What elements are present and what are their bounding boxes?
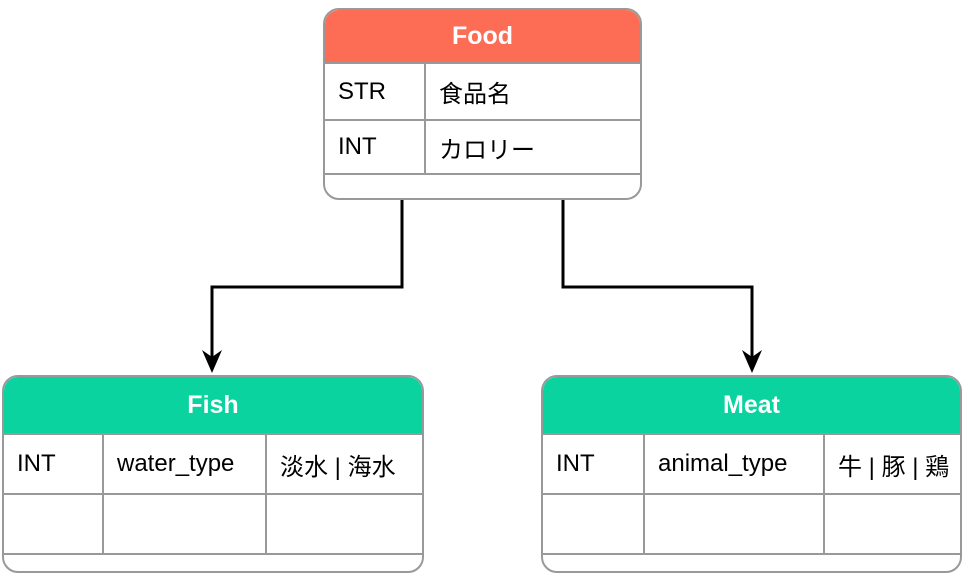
entity-title-fish: Fish <box>187 390 239 419</box>
attribute-row: INT カロリー <box>325 121 640 175</box>
attribute-values-cell: 牛 | 豚 | 鶏 <box>823 435 960 493</box>
entity-header-food: Food <box>325 10 640 64</box>
arrowhead-icon <box>202 350 222 373</box>
entity-node-meat[interactable]: Meat INT animal_type 牛 | 豚 | 鶏 <box>541 375 962 573</box>
entity-header-fish: Fish <box>4 377 422 435</box>
empty-cell <box>4 495 102 553</box>
attribute-row: STR 食品名 <box>325 64 640 121</box>
entity-title-food: Food <box>451 21 514 50</box>
attribute-name-cell: 食品名 <box>424 64 640 119</box>
entity-node-fish[interactable]: Fish INT water_type 淡水 | 海水 <box>2 375 424 573</box>
attribute-type-cell: INT <box>338 133 377 160</box>
attribute-name-cell: animal_type <box>643 435 823 493</box>
empty-cell <box>643 495 823 553</box>
node-footer <box>543 555 960 571</box>
edge-food-fish <box>202 200 404 373</box>
entity-node-food[interactable]: Food STR 食品名 INT カロリー <box>323 8 642 200</box>
attribute-type-cell: STR <box>338 77 386 105</box>
entity-header-meat: Meat <box>543 377 960 435</box>
arrowhead-icon <box>742 350 762 373</box>
node-footer <box>325 175 640 198</box>
attribute-row-empty <box>4 495 422 555</box>
attribute-row-empty <box>543 495 960 555</box>
attribute-type-cell: INT <box>556 450 595 477</box>
empty-cell <box>102 495 265 553</box>
attribute-name-cell: water_type <box>102 435 265 493</box>
attribute-values-cell: 淡水 | 海水 <box>265 435 422 493</box>
node-footer <box>4 555 422 571</box>
entity-title-meat: Meat <box>723 390 780 419</box>
empty-cell <box>543 495 643 553</box>
edge-food-meat <box>561 200 762 373</box>
attribute-name-cell: カロリー <box>424 121 640 173</box>
empty-cell <box>823 495 960 553</box>
attribute-row: INT animal_type 牛 | 豚 | 鶏 <box>543 435 960 495</box>
attribute-type-cell: INT <box>17 450 56 477</box>
attribute-row: INT water_type 淡水 | 海水 <box>4 435 422 495</box>
empty-cell <box>265 495 422 553</box>
